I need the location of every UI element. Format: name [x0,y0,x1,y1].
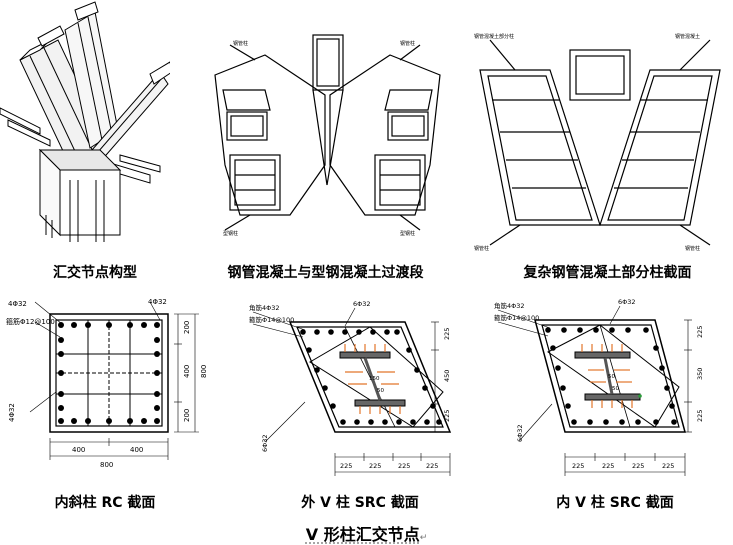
caption-complex-section: 复杂钢管混凝土部分柱截面 [523,265,692,281]
outer-src-dim-right-2: 450 [443,370,451,382]
inner-src-dim-bottom-2: 225 [602,462,614,470]
svg-text:钢管柱: 钢管柱 [400,40,415,47]
inner-src-dim-bottom-1: 225 [572,462,584,470]
inner-src-label-stirrup: 箍筋Φ14@100 [494,313,539,322]
rc-section-svg: 4Φ32 箍筋Φ12@100 4Φ32 4Φ32 200 400 200 800… [6,298,208,469]
complex-section-drawing: 钢管混凝土部分柱 钢管混凝土 钢管柱 钢管柱 [470,20,730,252]
outer-src-studs [344,344,401,414]
rc-label-rebar-top: 4Φ32 [8,300,27,308]
outer-src-dim-right-3: 225 [443,410,451,422]
inner-src-studs [581,344,633,408]
inner-src-inner-dim-1: 50 [608,374,615,380]
outer-src-rebars [300,329,442,425]
inner-src-rebars [545,327,677,425]
rc-label-stirrup: 箍筋Φ12@100 [6,317,55,326]
outer-src-dim-bottom-4: 225 [426,462,438,470]
inner-src-dim-bottom-3: 225 [632,462,644,470]
inner-v-src-drawing: 角筋4Φ32 箍筋Φ14@100 6Φ32 6Φ32 225 350 225 2… [490,292,725,482]
node-3d-svg [0,1,170,242]
transition-section-drawing: 钢管柱 钢管柱 型钢柱 型钢柱 [205,15,450,250]
caption-inner-v-src: 内 V 柱 SRC 截面 [556,495,674,511]
inner-src-inner-dim-2: 50 [612,386,619,392]
inner-src-label-rebar-top: 6Φ32 [618,298,636,306]
rc-rebars [58,322,160,424]
svg-text:钢管混凝土部分柱: 钢管混凝土部分柱 [474,33,514,40]
rc-dim-bottom-1: 400 [72,446,85,454]
rc-dim-right-2: 400 [183,365,191,378]
outer-src-dim-bottom-2: 225 [369,462,381,470]
figure-title: V 形柱汇交节点↵ [0,521,733,545]
inner-src-dim-right-2: 350 [696,368,704,380]
outer-src-label-rebar-left: 6Φ32 [261,434,269,452]
node-3d-drawing [0,0,170,255]
outer-src-inner-dim-1: 150 [369,376,380,382]
svg-text:型钢柱: 型钢柱 [400,230,415,237]
inner-src-marker [638,394,642,398]
rc-label-rebar-right: 4Φ32 [148,298,167,306]
inner-src-label-corner-rebar: 角筋4Φ32 [494,301,525,310]
caption-rc-section: 内斜柱 RC 截面 [54,495,156,511]
rc-dim-right-1: 200 [183,321,191,334]
svg-text:钢管柱: 钢管柱 [474,245,489,252]
inner-src-label-rebar-left: 6Φ32 [516,424,524,442]
caption-outer-v-src: 外 V 柱 SRC 截面 [301,495,419,511]
figure-title-text: V 形柱汇交节点 [305,525,420,544]
inner-src-dim-bottom-4: 225 [662,462,674,470]
complex-section-svg: 钢管混凝土部分柱 钢管混凝土 钢管柱 钢管柱 [474,33,721,252]
outer-src-label-rebar-top: 6Φ32 [353,300,371,308]
svg-text:型钢柱: 型钢柱 [223,230,238,237]
rc-dim-right-3: 200 [183,409,191,422]
paragraph-mark: ↵ [419,533,428,543]
outer-src-dim-right-1: 225 [443,328,451,340]
rc-section-drawing: 4Φ32 箍筋Φ12@100 4Φ32 4Φ32 200 400 200 800… [0,292,225,472]
outer-src-dim-bottom-1: 225 [340,462,352,470]
caption-node-config: 汇交节点构型 [53,265,137,281]
outer-src-inner-dim-2: 50 [377,388,384,394]
caption-transition: 钢管混凝土与型钢混凝土过渡段 [227,265,424,281]
rc-dim-right-total: 800 [200,365,208,378]
inner-v-src-svg: 角筋4Φ32 箍筋Φ14@100 6Φ32 6Φ32 225 350 225 2… [494,298,704,476]
transition-section-svg: 钢管柱 钢管柱 型钢柱 型钢柱 [214,34,441,237]
rc-dim-bottom-2: 400 [130,446,143,454]
rc-dim-bottom-total: 800 [100,461,113,469]
inner-src-dim-right-3: 225 [696,410,704,422]
rc-label-rebar-left: 4Φ32 [8,403,16,422]
outer-v-src-svg: 角筋4Φ32 箍筋Φ14@100 6Φ32 6Φ32 225 450 225 2… [249,300,452,476]
outer-src-label-stirrup: 箍筋Φ14@100 [249,315,294,324]
svg-text:钢管柱: 钢管柱 [233,40,248,47]
outer-src-dim-bottom-3: 225 [398,462,410,470]
svg-text:钢管混凝土: 钢管混凝土 [675,33,700,40]
inner-src-dim-right-1: 225 [696,326,704,338]
outer-src-label-corner-rebar: 角筋4Φ32 [249,303,280,312]
svg-text:钢管柱: 钢管柱 [685,245,700,252]
outer-v-src-drawing: 角筋4Φ32 箍筋Φ14@100 6Φ32 6Φ32 225 450 225 2… [245,292,470,482]
